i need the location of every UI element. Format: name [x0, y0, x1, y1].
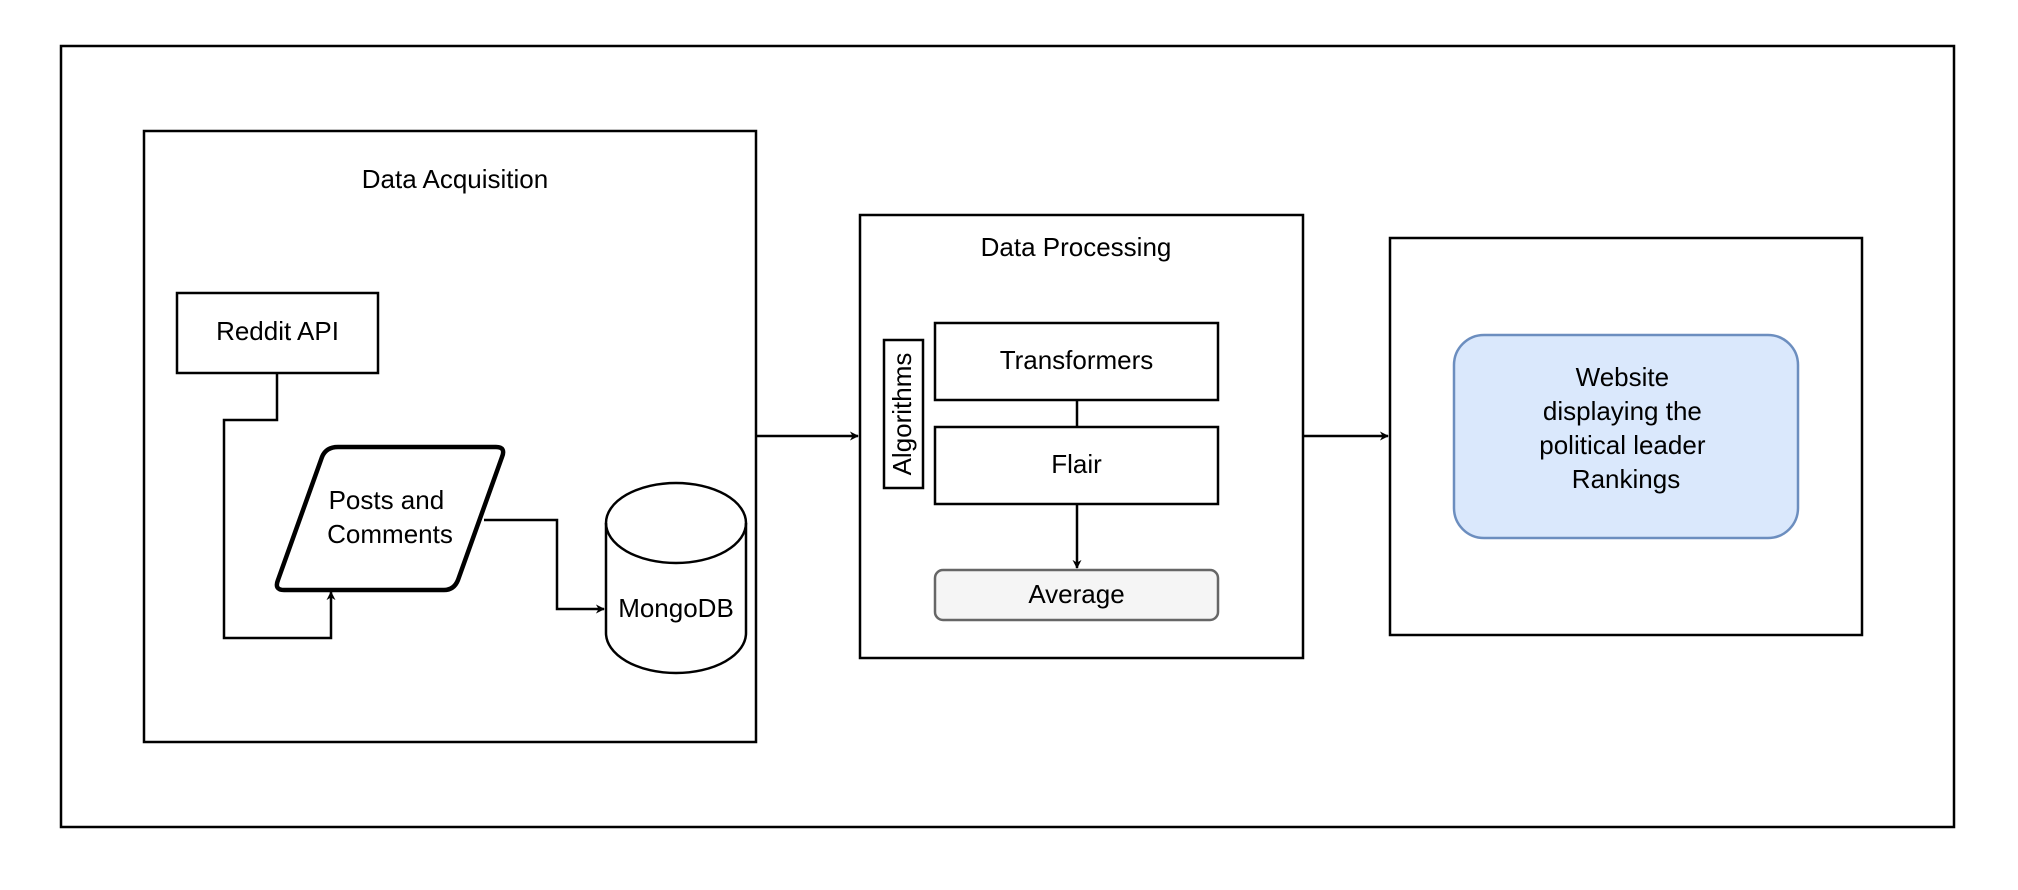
average-node[interactable]	[933, 568, 1220, 622]
data-processing-title: Data Processing	[981, 232, 1172, 262]
transformers-label: Transformers	[1000, 345, 1154, 375]
data-acquisition-title: Data Acquisition	[362, 164, 548, 194]
edge-reddit-to-posts	[222, 373, 336, 640]
average-label: Average	[1028, 579, 1124, 609]
mongodb-node[interactable]	[604, 481, 748, 675]
website-label-line1: Website	[1576, 362, 1669, 392]
posts-and-comments-label: Posts and Comments	[327, 485, 453, 549]
reddit-api-label: Reddit API	[216, 316, 339, 346]
website-label-line2: displaying the	[1543, 396, 1702, 426]
posts-and-comments-node[interactable]	[274, 444, 506, 593]
posts-and-comments-line1: Posts and	[329, 485, 445, 515]
mongodb-label: MongoDB	[618, 593, 734, 623]
transformers-node[interactable]	[933, 321, 1220, 402]
flair-label: Flair	[1051, 449, 1102, 479]
edge-posts-to-mongodb	[484, 518, 605, 614]
website-label-line4: Rankings	[1572, 464, 1680, 494]
mongodb-top-rim	[604, 522, 748, 565]
algorithms-label-box	[882, 338, 925, 490]
flair-node[interactable]	[933, 425, 1220, 506]
website-label: Website displaying the political leader …	[1539, 362, 1712, 494]
website-label-line3: political leader	[1539, 430, 1706, 460]
algorithms-label: Algorithms	[887, 353, 917, 476]
posts-and-comments-line2: Comments	[327, 519, 453, 549]
website-node[interactable]	[1452, 333, 1800, 540]
